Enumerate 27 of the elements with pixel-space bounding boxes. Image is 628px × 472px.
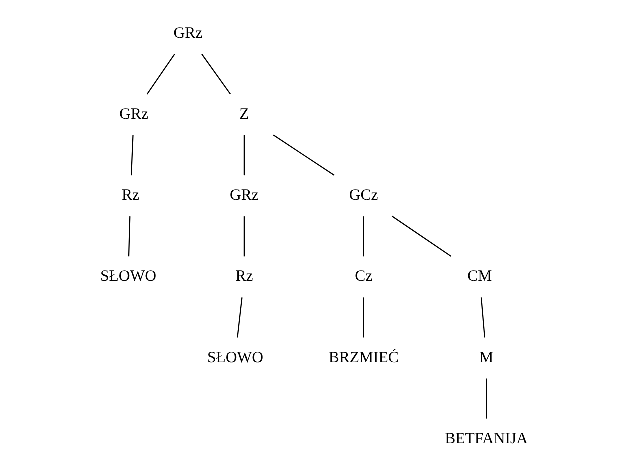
- connector: [237, 297, 243, 338]
- node-text: M: [480, 348, 494, 366]
- connector: [363, 297, 364, 338]
- node-text: BETFANIJA: [445, 430, 528, 447]
- node-text: GRz: [120, 106, 149, 123]
- connector: [363, 216, 364, 256]
- node-text: SŁOWO: [207, 348, 264, 366]
- connector: [244, 134, 246, 176]
- connector: [480, 297, 486, 338]
- connector: [202, 54, 232, 94]
- connector: [128, 216, 131, 256]
- connector: [146, 54, 176, 94]
- node-text: GRz: [174, 24, 203, 42]
- node-text: Rz: [122, 186, 140, 204]
- connector: [392, 215, 452, 257]
- node-text: SŁOWO: [100, 268, 156, 285]
- node-text: GRz: [230, 186, 259, 204]
- node-text: BRZMIEĆ: [328, 348, 399, 366]
- node-text: GCz: [349, 186, 378, 204]
- node-text: Rz: [236, 268, 254, 285]
- node-text: Cz: [355, 268, 373, 285]
- connector: [273, 134, 335, 176]
- connector: [244, 216, 246, 256]
- node-text: CM: [468, 268, 492, 285]
- node-text: Z: [240, 106, 250, 123]
- connector: [486, 378, 488, 418]
- connector: [130, 134, 134, 176]
